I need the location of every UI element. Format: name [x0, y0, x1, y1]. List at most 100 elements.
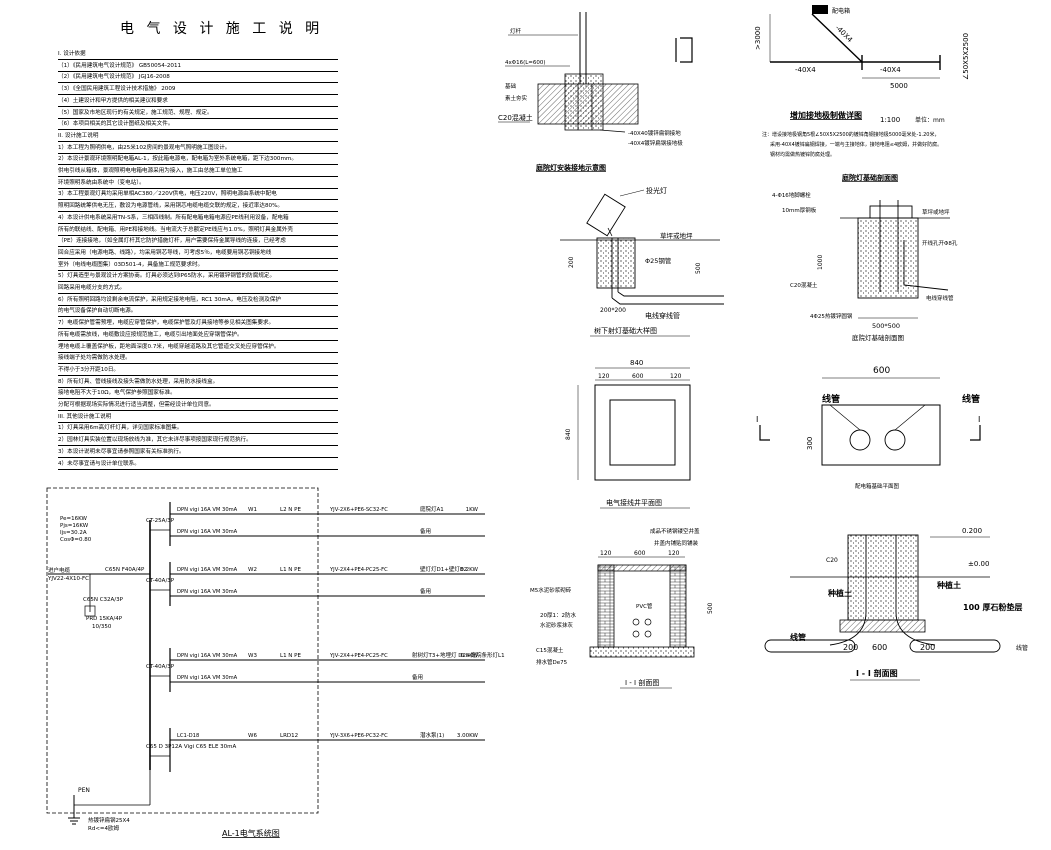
d8-soil: 种植土 — [827, 588, 852, 598]
d3-title: 树下射灯基础大样图 — [594, 326, 657, 335]
circuit-id: W6 — [248, 733, 257, 739]
rcd-label: DPN vigi 16A VM 30mA — [177, 589, 238, 595]
notes-title: 电 气 设 计 施 工 说 明 — [120, 21, 324, 37]
d5-w: 840 — [630, 359, 643, 367]
circuit-load: 庭院灯A1 — [420, 505, 444, 513]
note-line: 8）所有灯具、管线接线及接头需做防水处理，采用防水接线盒。 — [58, 378, 338, 388]
circuit-breaker: CT-40A/3P — [146, 578, 175, 584]
spd-breaker: C65N C32A/3P — [83, 597, 124, 603]
system-diagram: Pe=16KW Pjs=16KW Ijs=30.2A CosΦ=0.80 进户电… — [46, 487, 505, 838]
d2-flat: -40X4 — [795, 66, 816, 74]
d8-stone: 100 厚石粉垫层 — [963, 602, 1022, 612]
d4-caption: 庭院灯基础剖面图 — [852, 333, 904, 342]
note-line: 的电气设备保护自动切断电源。 — [58, 307, 338, 318]
d1-steel1: -40X40镀锌扁钢接地 — [628, 129, 681, 137]
d8-pipeL: 线管 — [790, 632, 806, 642]
d1-steel2: -40X4镀锌扁钢接地极 — [628, 139, 683, 147]
circuit-breaker: CT-25A/3P — [146, 518, 175, 524]
d5-title: 电气接线井平面图 — [606, 498, 662, 507]
note-line: 4）本设计供电系统采用TN-S系，三相四线制。所有配电箱电箱电源应PE线利用设备… — [58, 214, 338, 224]
note-line: 7）电缆保护管需预埋，电缆应穿管保护，电缆保护管及灯具接地等参见相关图集要求。 — [58, 319, 338, 330]
param-pjs: Pjs=16KW — [60, 523, 89, 529]
note-line: 3）本工程景观灯具均采用单相AC380／220V供电，电压220V，照明电源由系… — [58, 190, 338, 201]
circuit-phase: L1 N PE — [280, 653, 301, 659]
d1-soil: 素土夯实 — [505, 94, 528, 102]
d6-title: 配电箱基础平面图 — [855, 482, 900, 490]
detail-box-base-section: 0.200 ±0.00 C20 种植土 种植土 100 厚石粉垫层 线管 线管 … — [764, 527, 1028, 681]
circuit-load: 射树灯T3+地埋灯 D2+庭院条形灯L1 — [412, 651, 505, 659]
d4-size: 500*500 — [872, 322, 900, 330]
circuit-power: 3.00KW — [457, 733, 479, 739]
circuit-phase: L1 N PE — [280, 567, 301, 573]
d3-cable: 电线穿线管 — [645, 311, 680, 320]
d8-e2: 200 — [920, 643, 935, 652]
circuit-cable: YJV-2X4+PE4-PC25-FC — [329, 567, 388, 573]
note-line: III. 其他设计施工说明 — [58, 413, 338, 423]
d6-w: 600 — [873, 366, 890, 376]
d4-bolt: 4-Φ16地脚螺栓 — [772, 191, 811, 199]
circuit-load: 备用 — [420, 527, 431, 535]
param-ijs: Ijs=30.2A — [60, 530, 87, 536]
d2-note2: 采用-40X4镀锌扁钢焊接，一端与主接地体，接地电阻≤4欧姆，并做好防腐。 — [770, 141, 942, 148]
circuit-cable: YJV-2X6+PE6-SC32-FC — [329, 507, 388, 513]
d3-pipe: Φ25钢管 — [645, 256, 672, 265]
d7-pvc: PVC管 — [636, 602, 653, 610]
d8-lvl2: ±0.00 — [968, 560, 989, 568]
d6-h: 300 — [806, 437, 814, 450]
d5-h: 840 — [565, 428, 572, 440]
d4-h: 1000 — [817, 255, 824, 270]
circuit-power: 0.2KW — [460, 567, 478, 573]
circuit-id: W1 — [248, 507, 257, 513]
detail-well-section: 成品不锈钢镂空井盖 井盖内铺贴同铺装 120 600 120 PVC管 M5水泥… — [530, 527, 714, 689]
main-breaker: C65N F40A/4P — [105, 567, 145, 573]
rcd-label: DPN vigi 16A VM 30mA — [177, 567, 238, 573]
note-line: 接线端子处均需做防水处理。 — [58, 354, 338, 365]
circuit-cable: YJV-3X6+PE6-PC32-FC — [329, 733, 388, 739]
note-line: 回路采用电缆分支的方式。 — [58, 284, 338, 294]
incoming-cable: YJV22-4X10-FC — [47, 576, 89, 582]
rcd-label: DPN vigi 16A VM 30mA — [177, 529, 238, 535]
d5-a: 120 — [598, 373, 610, 380]
note-line: 1）灯具采用6m高灯杆灯具，详见国家标准图集。 — [58, 424, 338, 435]
d3-size: 200*200 — [600, 307, 626, 314]
note-line: 埋地电缆上覆盖保护板，距地面深度0.7米，电缆穿越道路及其它管道交叉处应穿管保护… — [58, 343, 338, 353]
d1-base: 基础 — [505, 82, 517, 90]
d1-rebar: 4xΦ16(L=600) — [505, 60, 546, 66]
note-line: 2）园林灯具实装位置以现场放线为准，其它未详尽事项按国家现行规范执行。 — [58, 436, 338, 447]
rcd-label: DPN vigi 16A VM 30mA — [177, 507, 238, 513]
d2-post: ∠50X5X2500 — [962, 33, 970, 80]
circuit-load: 壁灯灯D1+壁灯B2 — [420, 565, 467, 573]
note-line: 环境照明系统由系统中（变电站）。 — [58, 179, 338, 189]
note-line: 不得小于3分开距10日。 — [58, 366, 338, 376]
note-line: （1）《民用建筑电气设计规范》 GB50054-2011 — [58, 62, 338, 72]
note-line: （2）《民用建筑电气设计规范》 JGJ16-2008 — [58, 73, 338, 84]
d7-wall: M5水泥砂浆砌砖 — [530, 586, 572, 594]
note-line: 1）本工程为照明供电，由25米102房间的景观电气照明施工图设计。 — [58, 144, 338, 154]
note-line: 6）所有照明回路均设剩余电流保护，采用规定接地电阻，RC1 30mA，电压及检测… — [58, 296, 338, 306]
d2-len: 5000 — [890, 82, 908, 90]
note-line: 供电引线从箱体，景观照明电电箱电源采用为接入，施工由总施工单位施工 — [58, 167, 338, 177]
circuit-power: 1KW — [466, 507, 479, 513]
note-line: 5）灯具造型与景观设计方案协商。灯具必须达到IP65防水，采用镀锌钢管的防腐规定… — [58, 272, 338, 283]
d2-note1: 注：增设接地极钢角5根∠50X5X2500的镀锌角钢接地极5000毫米处-1.2… — [762, 131, 939, 138]
d8-soil2: 种植土 — [936, 580, 961, 590]
d8-pipeR: 线管 — [1016, 644, 1028, 652]
d4-title: 庭院灯基础剖面图 — [842, 173, 898, 182]
detail-garden-light-base: 庭院灯基础剖面图 4-Φ16地脚螺栓 10mm厚钢板 草坪或地坪 开线孔开Φ8孔… — [772, 173, 958, 342]
param-cos: CosΦ=0.80 — [60, 537, 92, 543]
note-line: 3）本设计说明未尽事宜请参照国家有关标准执行。 — [58, 448, 338, 458]
note-line: 分配可根据现场实际情况进行适当调整，但需经设计单位同意。 — [58, 401, 338, 411]
ground-res: Rd<=4欧姆 — [88, 824, 120, 832]
d6-sec-r: I — [978, 415, 980, 424]
d2-scale: 1:100 — [880, 116, 900, 124]
d7-top: 成品不锈钢镂空井盖 — [650, 527, 700, 535]
note-line: 所有的联结线、配电箱、用PE和接地线。当电流大于总额定PE线应与1.0%，照明灯… — [58, 226, 338, 236]
circuit-breaker: C65 D 3P12A Vigi C65 ELE 30mA — [146, 744, 237, 750]
note-line: 所有电缆需放线，电缆敷设应按规范施工，电缆引出地面处应穿钢管保护。 — [58, 331, 338, 341]
rcd-label: LC1-D18 — [177, 733, 199, 739]
d7-h: 500 — [707, 602, 714, 614]
d7-b: 120 — [668, 550, 680, 557]
d3-lamp: 投光灯 — [646, 186, 667, 195]
note-line: 照明回路统筹供电无压，敷设为电源管线，采用铜芯电缆电缆交联的规定，接近率达80%… — [58, 202, 338, 213]
